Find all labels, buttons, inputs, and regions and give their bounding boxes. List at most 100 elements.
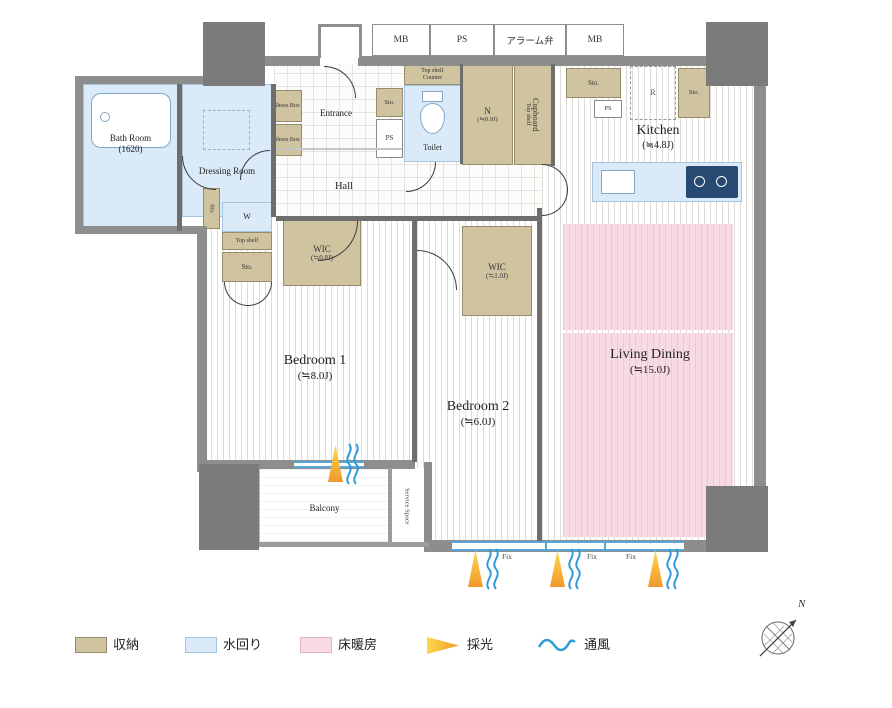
pillar-bottom-right [706,486,768,552]
legend-ventilation-label: 通風 [584,637,611,652]
wic2-size: (≒1.0J) [485,272,508,281]
burner-icon [716,176,727,187]
daylight-icon [468,550,483,587]
n-closet-label: N [484,105,491,116]
meter-box-1: MB [372,24,430,56]
balcony-floor [259,468,390,543]
wall-bedroom1-bedroom2 [412,219,417,462]
top-shelf-bar: Top shelf [222,232,272,250]
floor-heating-zone-lower [563,333,733,537]
n-closet-size: (≒0.9J) [477,115,498,123]
service-divider [388,468,391,542]
legend-heating-swatch [300,637,332,653]
legend-storage-swatch [75,637,107,653]
entrance-step-line [276,148,402,150]
storage-left-vertical: Sto. [203,188,220,229]
balcony-front-wall [259,542,429,547]
wall-cupboard-kitchen [551,64,555,166]
bedroom2-label: Bedroom 2 (≒6.0J) [417,396,539,430]
bedroom1-size: (≒8.0J) [297,370,333,382]
pipe-space-top: PS [430,24,494,56]
wall-bath-bottom [75,226,205,234]
legend-daylight-label: 採光 [467,637,494,652]
kitchen-label: Kitchen (≒4.8J) [560,120,756,153]
wall-top-main [358,56,762,66]
legend-heating-label: 床暖房 [338,637,378,652]
hall-label: Hall [334,181,354,192]
ventilation-icon [486,548,499,590]
ventilation-icon [666,548,679,590]
wall-bath-top [75,76,207,84]
floor-heating-zone-upper [563,224,733,330]
washer-slot [203,110,250,150]
cupboard-label: Cupboard [531,97,541,132]
ventilation-icon [346,443,359,485]
ventilation-icon [568,548,581,590]
living-dining-size: (≒15.0J) [629,364,671,376]
living-dining-name: Living Dining [610,347,690,362]
legend-water-swatch [185,637,217,653]
legend-water-label: 水回り [223,637,263,652]
refrigerator-space: R [630,66,676,120]
wic2-label: WIC [488,261,506,272]
kitchen-size: (≒4.8J) [642,140,674,151]
balcony-label: Balcony [309,503,340,513]
compass-icon [759,619,797,657]
wic-2: WIC (≒1.0J) [462,226,532,316]
pillar-top-left [203,22,265,86]
cupboard: Top shelf Cupboard [514,64,552,165]
wall-right [754,56,766,552]
storage-kitchen-left: Sto. [566,68,621,98]
wall-bath-left [75,76,83,234]
meter-box-2: MB [566,24,624,56]
burner-icon [694,176,705,187]
window-mullion-2 [604,541,606,551]
bedroom1-window [294,461,364,468]
toilet-tank-icon [422,91,443,102]
bathtub-drain-icon [100,112,110,122]
living-dining-label: Living Dining (≒15.0J) [550,344,750,378]
daylight-icon [550,550,565,587]
fix-label-2: Fix [586,552,597,561]
window-mullion-1 [545,541,547,551]
cupboard-top-shelf-label: Top shelf [525,103,531,126]
bath-label: Bath Room (1620) [83,133,178,156]
toilet-label: Toilet [423,143,442,152]
wall-dressing-hall [271,84,276,217]
wall-bedroom2-living [537,208,542,542]
bath-size: (1620) [118,144,143,155]
wall-toilet-ncloset [460,64,463,164]
sink-icon [601,170,635,194]
kitchen-name: Kitchen [636,122,680,137]
legend-storage-label: 収納 [113,637,140,652]
fix-label-3: Fix [625,552,636,561]
counter-top-shelf: Top shelf Counter [404,64,461,85]
north-label: N [798,598,806,610]
legend-ventilation-icon [538,638,576,652]
pipe-space-entry: PS [376,119,403,158]
storage-left-2: Sto. [222,252,272,282]
washer-box: W [222,202,272,232]
wall-left-main [197,226,207,472]
dressing-floor [182,84,272,217]
wall-hall-bottom [276,216,538,221]
counter-label: Counter [422,74,443,81]
pipe-space-kitchen: PS [594,100,622,118]
top-shelf-label: Top shelf [421,67,444,74]
service-space-area [390,468,424,543]
bedroom1-name: Bedroom 1 [283,353,347,368]
alarm-valve: アラーム弁 [494,24,566,56]
refrigerator-label: R [650,88,656,98]
service-space-label: Service Space [403,487,411,525]
legend-daylight-icon [427,637,459,654]
wall-top-left [262,56,320,66]
south-window [452,541,684,551]
entrance-alcove [318,24,362,58]
n-closet: N (≒0.9J) [462,64,513,165]
pillar-top-right [706,22,768,86]
storage-kitchen-right: Sto. [678,68,710,118]
stove-icon [686,166,738,198]
bedroom2-size: (≒6.0J) [460,416,496,428]
bath-name: Bath Room [109,133,152,143]
